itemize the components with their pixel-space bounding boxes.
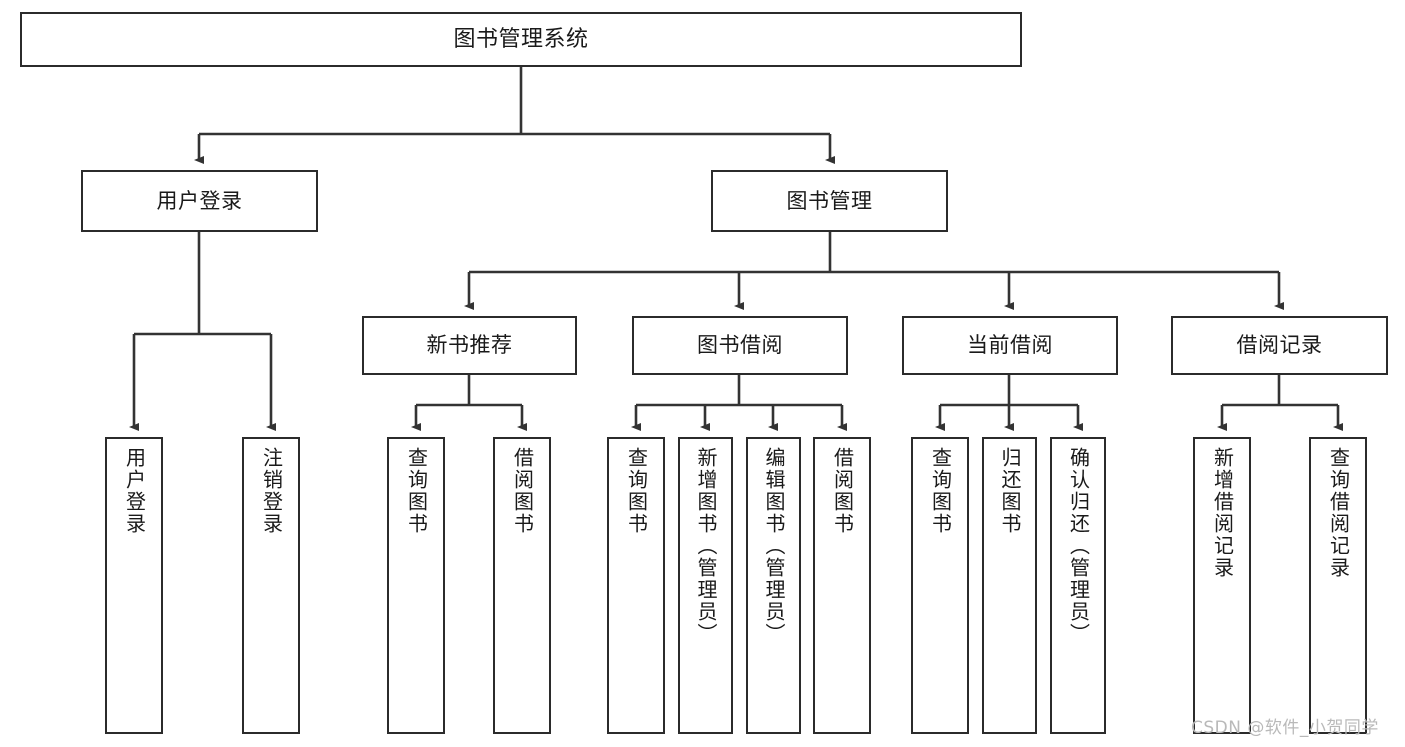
- node-user-login[interactable]: 用户登录: [81, 170, 318, 232]
- leaf-user-login-logout[interactable]: 注销登录: [242, 437, 300, 734]
- leaf-book-borrow-query-book[interactable]: 查询图书: [607, 437, 665, 734]
- node-label: 用户登录: [122, 447, 147, 535]
- node-new-book-recommend[interactable]: 新书推荐: [362, 316, 577, 375]
- node-label: 新增图书（管理员）: [694, 447, 718, 645]
- leaf-user-login-login[interactable]: 用户登录: [105, 437, 163, 734]
- leaf-book-borrow-add-book-admin[interactable]: 新增图书（管理员）: [678, 437, 733, 734]
- node-label: 确认归还（管理员）: [1066, 447, 1091, 645]
- node-label: 查询图书: [928, 447, 953, 535]
- leaf-current-borrow-query-book[interactable]: 查询图书: [911, 437, 969, 734]
- node-label: 当前借阅: [967, 333, 1053, 358]
- node-label: 图书管理系统: [453, 26, 589, 52]
- node-label: 编辑图书（管理员）: [762, 447, 786, 645]
- node-label: 新增借阅记录: [1210, 447, 1235, 579]
- leaf-current-borrow-confirm-return-admin[interactable]: 确认归还（管理员）: [1050, 437, 1106, 734]
- node-borrow-record[interactable]: 借阅记录: [1171, 316, 1388, 375]
- node-label: 图书管理: [786, 188, 873, 213]
- node-label: 查询图书: [404, 447, 429, 535]
- node-label: 借阅图书: [830, 447, 855, 535]
- node-label: 查询借阅记录: [1326, 447, 1351, 579]
- node-label: 图书借阅: [697, 333, 783, 358]
- node-label: 借阅图书: [510, 447, 535, 535]
- csdn-watermark: CSDN @软件_小贺同学: [1191, 718, 1379, 738]
- leaf-new-book-query-book[interactable]: 查询图书: [387, 437, 445, 734]
- leaf-borrow-record-add-record[interactable]: 新增借阅记录: [1193, 437, 1251, 734]
- node-label: 归还图书: [998, 447, 1022, 535]
- node-label: 用户登录: [156, 188, 243, 213]
- node-label: 新书推荐: [426, 333, 513, 358]
- leaf-book-borrow-borrow-book[interactable]: 借阅图书: [813, 437, 871, 734]
- node-label: 查询图书: [624, 447, 649, 535]
- node-book-management[interactable]: 图书管理: [711, 170, 948, 232]
- leaf-borrow-record-query-record[interactable]: 查询借阅记录: [1309, 437, 1367, 734]
- leaf-current-borrow-return-book[interactable]: 归还图书: [982, 437, 1037, 734]
- node-label: 借阅记录: [1236, 333, 1323, 358]
- node-book-borrow[interactable]: 图书借阅: [632, 316, 848, 375]
- leaf-book-borrow-edit-book-admin[interactable]: 编辑图书（管理员）: [746, 437, 801, 734]
- node-root-book-management-system[interactable]: 图书管理系统: [20, 12, 1022, 67]
- leaf-new-book-borrow-book[interactable]: 借阅图书: [493, 437, 551, 734]
- node-current-borrow[interactable]: 当前借阅: [902, 316, 1118, 375]
- node-label: 注销登录: [259, 447, 284, 535]
